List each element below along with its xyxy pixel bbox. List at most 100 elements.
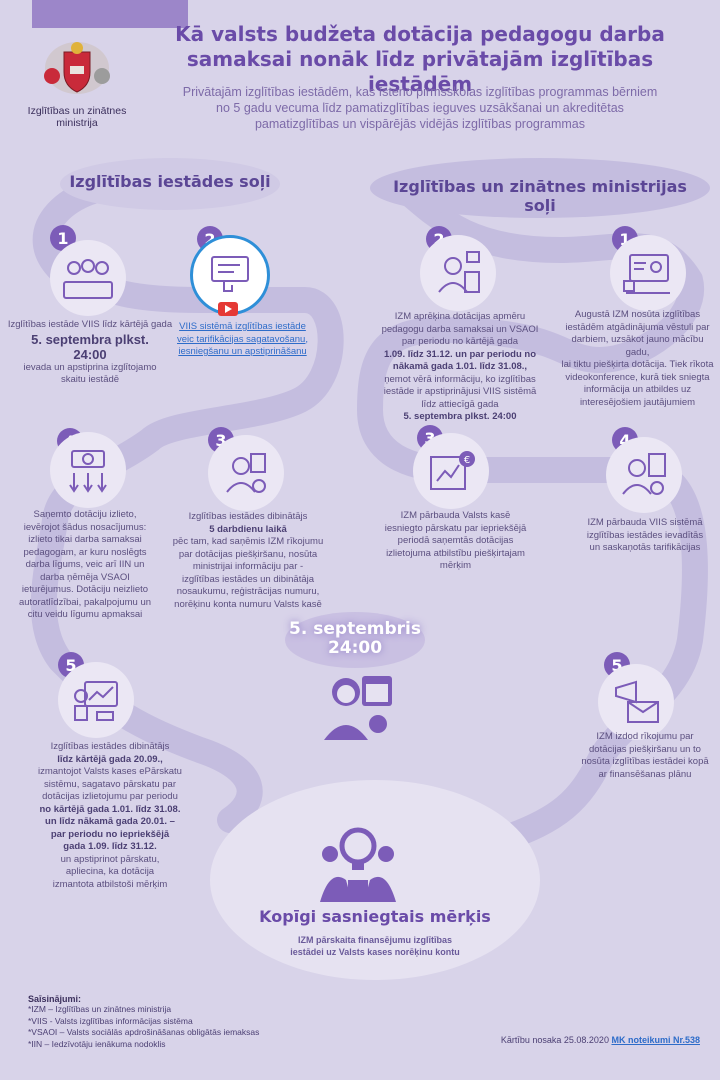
subtitle-line1: Privātajām izglītības iestādēm, kas īste… xyxy=(182,85,658,99)
left-step5-b2: no kārtējā gada 1.01. līdz 31.08. xyxy=(39,803,181,815)
right-step2-l4: ņemot vērā informāciju, ko izglītības xyxy=(384,373,536,385)
left-step5-l5: un apstiprinot pārskatu, xyxy=(60,853,160,865)
left-step4-l3: izlieto tikai darba samaksai xyxy=(28,534,142,545)
left-step2-link[interactable]: VIIS sistēmā izglītības iestāde veic tar… xyxy=(170,321,315,359)
right-step2-b3: 5. septembra plkst. 24:00 xyxy=(403,411,517,422)
right-step1-text: Augustā IZM nosūta izglītības iestādēm a… xyxy=(560,309,715,409)
right-step3-text: IZM pārbauda Valsts kasē iesniegto pārsk… xyxy=(378,510,533,573)
left-step1-text: Izglītības iestāde VIIS līdz kārtējā gad… xyxy=(5,319,175,387)
left-step5-b5: gada 1.09. līdz 31.12. xyxy=(63,841,157,852)
right-step4-l1: IZM pārbauda VIIS sistēmā xyxy=(587,517,703,528)
right-section-title: Izglītības un zinātnes ministrijas soļi xyxy=(393,177,687,215)
person-calculator-icon xyxy=(420,235,496,311)
right-step3-l2: iesniegto pārskatu par iepriekšējā xyxy=(384,522,527,534)
left-step5-text: Izglītības iestādes dibinātājs līdz kārt… xyxy=(20,741,200,891)
left-step3-l7: norēķinu konta numuru Valsts kasē xyxy=(174,598,322,610)
teamwork-lightbulb-icon xyxy=(318,820,398,911)
video-thumbnail[interactable] xyxy=(190,235,270,315)
right-step3-l5: mērķim xyxy=(439,560,472,571)
abbreviations-title: Saīsinājumi: xyxy=(28,994,82,1004)
subtitle-line3: pamatizglītības un vispārējās vidējās iz… xyxy=(254,117,585,131)
left-step2-link3[interactable]: iesniegšanu un apstiprināšanu xyxy=(178,346,307,357)
right-step1-l6: informācija un atbildes uz xyxy=(583,384,692,395)
legal-basis: Kārtību nosaka 25.08.2020 MK noteikumi N… xyxy=(440,1035,700,1047)
right-step2-l5: iestāde ir apstiprinājusi VIIS sistēmā xyxy=(383,386,537,397)
logo: Izglītības un zinātnes ministrija xyxy=(22,38,132,129)
left-step5-b3: un līdz nākamā gada 20.01. – xyxy=(45,816,175,827)
abbreviations: Saīsinājumi: *IZM – Izglītības un zinātn… xyxy=(28,994,308,1050)
right-step5-l4: ar finansēšanas plānu xyxy=(598,768,692,780)
right-step4-l2: izglītības iestādes ievadītās xyxy=(586,529,704,541)
left-step5-l1: Izglītības iestādes dibinātājs xyxy=(50,741,170,752)
left-step1-pre: Izglītības iestāde VIIS līdz kārtējā gad… xyxy=(7,319,173,330)
right-step5-l2: dotācijas piešķiršanu un to xyxy=(589,743,701,755)
people-group-icon xyxy=(50,240,126,316)
left-step4-l1: Saņemto dotāciju izlieto, xyxy=(33,509,137,520)
logo-line1: Izglītības un zinātnes xyxy=(27,105,127,117)
svg-text:€: € xyxy=(464,455,470,466)
right-step2-l3: par periodu no kārtējā gada xyxy=(401,336,519,347)
right-step4-l3: un saskaņotās tarifikācijas xyxy=(589,542,701,553)
right-step1-l7: interesējošiem jautājumiem xyxy=(579,396,696,408)
title-line1: Kā valsts budžeta dotācija pedagogu darb… xyxy=(175,22,665,46)
left-step2-link2[interactable]: veic tarifikācijas sagatavošanu, xyxy=(177,333,308,345)
person-checklist-icon xyxy=(606,437,682,513)
right-step3-l4: izlietojuma atbilstību piešķirtajam xyxy=(386,547,525,559)
right-step5-l3: nosūta izglītības iestādei kopā xyxy=(581,756,709,767)
left-step4-l9: citu veidu līgumu apmaksai xyxy=(27,609,143,620)
left-step4-l8: autoratlīdzībai, pakalpojumu un xyxy=(18,596,152,608)
left-step4-l6: darba ņēmēja VSAOI xyxy=(40,571,130,583)
goal-text: IZM pārskaita finansējumu izglītības ies… xyxy=(245,934,505,958)
left-step2-link1[interactable]: VIIS sistēmā izglītības iestāde xyxy=(179,321,306,332)
megaphone-mail-icon xyxy=(598,664,674,740)
goal-l2: iestādei uz Valsts kases norēķinu kontu xyxy=(290,947,460,957)
left-step5-l6: apliecina, ka dotācija xyxy=(65,866,155,877)
chart-report-icon xyxy=(58,662,134,738)
left-step1-post1: ievada un apstiprina izglītojamo xyxy=(23,361,157,373)
right-step2-text: IZM aprēķina dotācijas apmēru pedagogu d… xyxy=(375,311,545,424)
finance-report-icon: € xyxy=(413,433,489,509)
right-step2-l2: pedagogu darba samaksai un VSAOI xyxy=(381,323,539,335)
legal-basis-link[interactable]: MK noteikumi Nr.538 xyxy=(611,1035,700,1045)
right-step2-l1: IZM aprēķina dotācijas apmēru xyxy=(394,311,526,322)
legal-basis-text: Kārtību nosaka 25.08.2020 xyxy=(500,1035,609,1045)
coat-of-arms-icon xyxy=(44,42,110,94)
left-step1-bold1: 5. septembra plkst. xyxy=(31,331,149,347)
title-line2: samaksai nonāk līdz privātajām izglītība… xyxy=(186,47,654,96)
goal-l1: IZM pārskaita finansējumu izglītības xyxy=(297,935,453,945)
person-documents-icon xyxy=(208,435,284,511)
right-step5-l1: IZM izdod rīkojumu par xyxy=(596,731,694,742)
goal-title: Kopīgi sasniegtais mērķis xyxy=(259,907,491,926)
youtube-play-icon[interactable] xyxy=(218,302,238,316)
right-step2-b1: 1.09. līdz 31.12. un par periodu no xyxy=(383,348,537,360)
right-step4-text: IZM pārbauda VIIS sistēmā izglītības ies… xyxy=(570,517,720,555)
left-step4-l2: ievērojot šādus nosacījumus: xyxy=(23,521,147,533)
page-title: Kā valsts budžeta dotācija pedagogu darb… xyxy=(160,22,680,97)
right-step1-l4: lai tiktu piešķirta dotācija. Tiek rīkot… xyxy=(561,359,714,370)
right-step1-l2: iestādēm atgādinājuma vēstuli par xyxy=(565,321,710,333)
right-step3-l3: periodā saņemtās dotācijas xyxy=(397,535,514,546)
right-step1-l5: videokonference, kurā tiek sniegta xyxy=(565,371,710,383)
left-step4-l4: pedagogam, ar kuru noslēgts xyxy=(23,546,147,558)
right-step3-l1: IZM pārbauda Valsts kasē xyxy=(400,510,511,521)
left-step4-l5: darba līgums, veic arī IIN un xyxy=(25,559,145,570)
left-step3-l1: Izglītības iestādes dibinātājs xyxy=(188,511,308,522)
right-step5-text: IZM izdod rīkojumu par dotācijas piešķir… xyxy=(570,731,720,781)
logo-line2: ministrija xyxy=(56,117,98,129)
left-step3-l4: ministrijai informāciju par - xyxy=(192,561,304,572)
right-step1-l1: Augustā IZM nosūta izglītības xyxy=(574,309,701,320)
right-step2-b2: nākamā gada 1.01. līdz 31.08., xyxy=(392,361,528,372)
abbreviation-item: *VIIS - Valsts izglītības informācijas s… xyxy=(28,1015,193,1026)
abbreviation-item: *VSAOI – Valsts sociālās apdrošināšanas … xyxy=(28,1027,260,1037)
left-step1-post2: skaitu iestādē xyxy=(60,374,120,385)
left-step3-l5: izglītības iestādes un dibinātāja xyxy=(181,573,315,585)
left-step3-l2: pēc tam, kad saņēmis IZM rīkojumu xyxy=(172,536,324,547)
deadline-line2: 24:00 xyxy=(327,638,383,658)
right-step2-l6: līdz attiecīgā gada xyxy=(421,398,499,410)
left-step5-b4: par periodu no iepriekšējā xyxy=(50,828,170,840)
left-step3-text: Izglītības iestādes dibinātājs 5 darbdie… xyxy=(168,511,328,611)
left-step5-l3: sistēmu, sagatavo pārskatu par xyxy=(43,778,176,790)
left-step4-text: Saņemto dotāciju izlieto, ievērojot šādu… xyxy=(5,509,165,622)
left-step5-l7: izmantota atbilstoši mērķim xyxy=(52,878,168,890)
left-step5-l4: dotācijas izlietojumu par periodu xyxy=(42,791,178,802)
